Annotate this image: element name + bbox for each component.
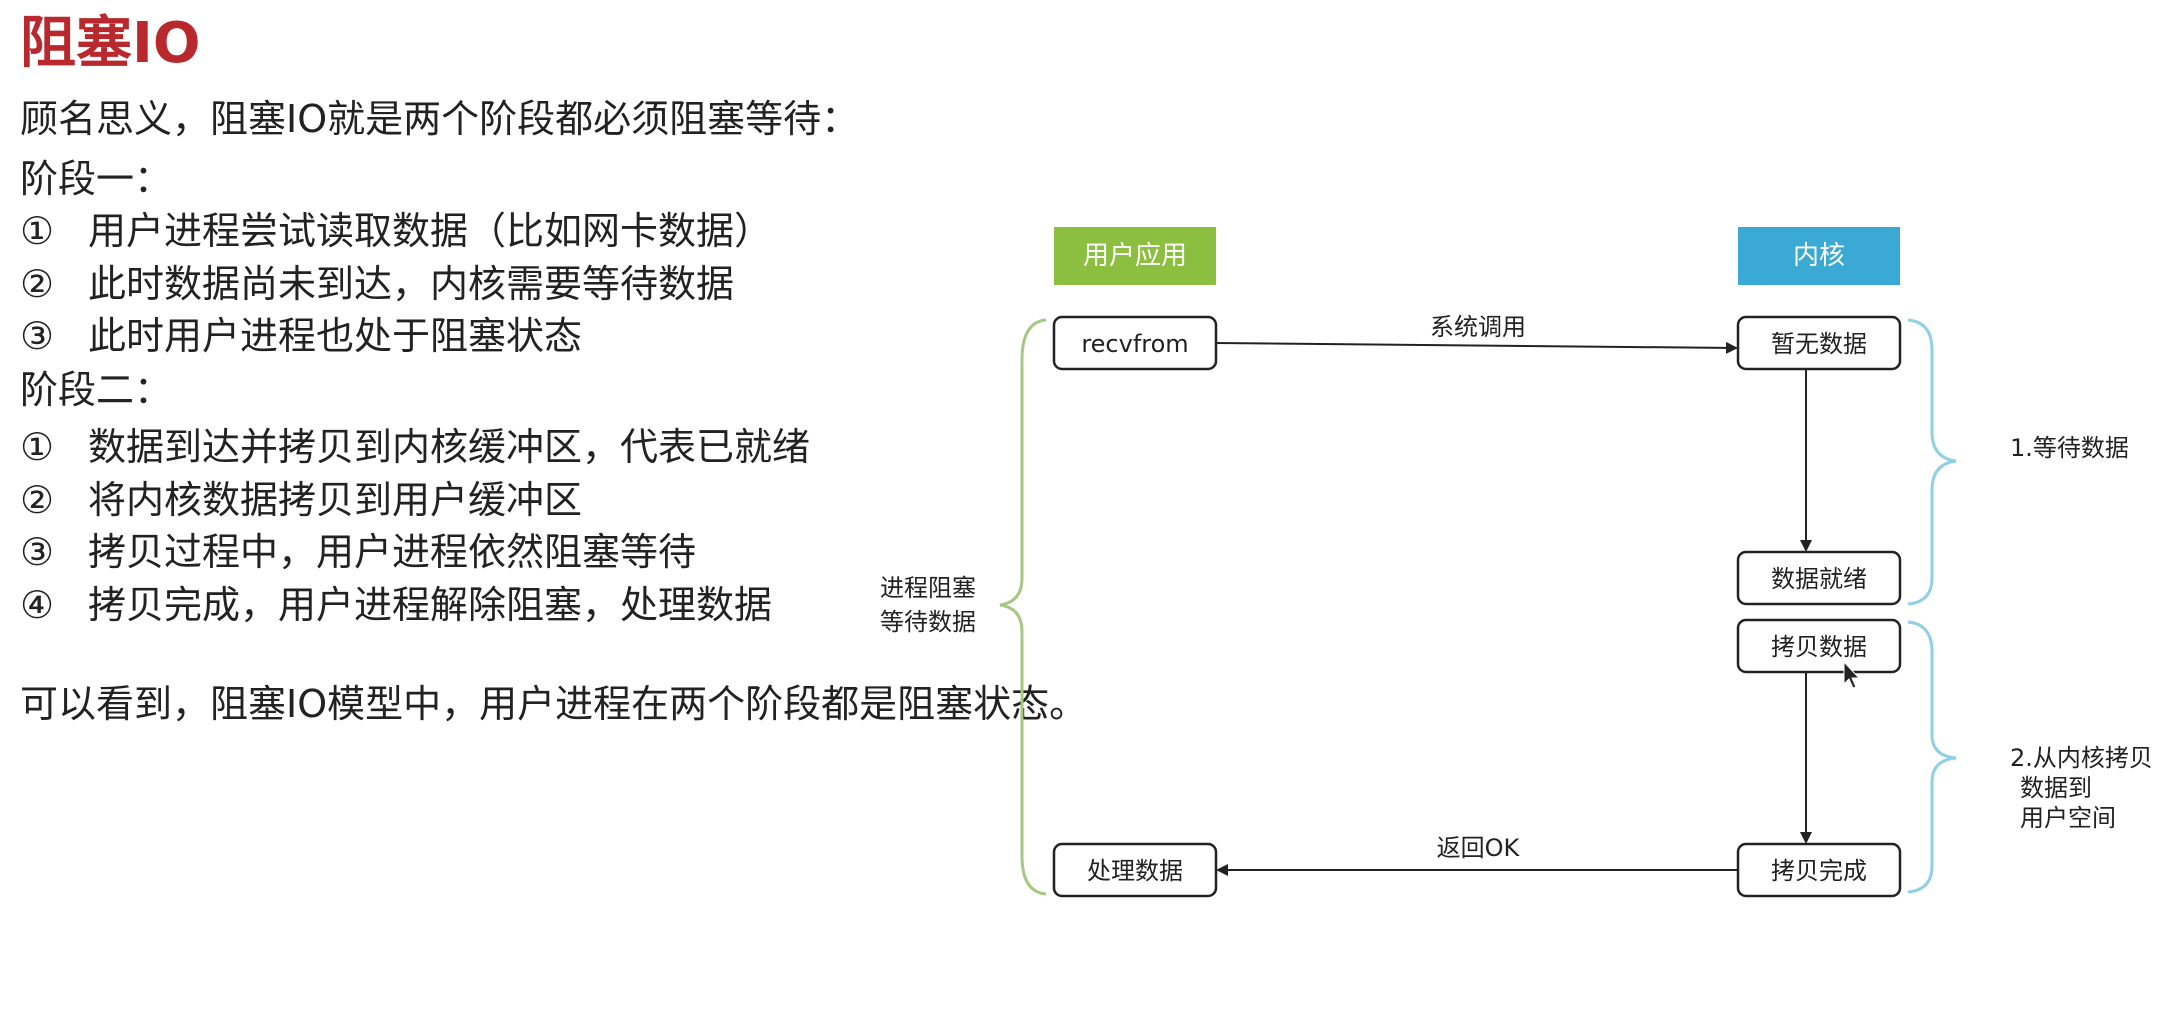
syscall-label: 系统调用: [1430, 313, 1526, 341]
process-data-label: 处理数据: [1087, 857, 1183, 885]
item-marker: ①: [20, 209, 55, 253]
stage2-item: ③ 拷贝过程中，用户进程依然阻塞等待: [20, 528, 696, 576]
return-ok-label: 返回OK: [1437, 834, 1521, 862]
item-text: 用户进程尝试读取数据（比如网卡数据）: [88, 209, 773, 253]
copy-data-label: 拷贝数据: [1771, 633, 1867, 661]
user-header-label: 用户应用: [1083, 241, 1187, 271]
stage1-heading: 阶段一：: [20, 157, 173, 201]
blocking-bracket: [999, 318, 1047, 896]
kernel-header-label: 内核: [1793, 241, 1845, 271]
copy-data-box: [1736, 618, 1902, 674]
mouse-cursor-icon: [1843, 660, 1861, 689]
stage2-item: ② 将内核数据拷贝到用户缓冲区: [20, 476, 582, 524]
phase2-label: 数据到: [2020, 774, 2092, 802]
phase1-label: 1.等待数据: [2010, 434, 2129, 462]
phase1-bracket: [1907, 318, 1957, 606]
conclusion-text: 可以看到，阻塞IO模型中，用户进程在两个阶段都是阻塞状态。: [20, 682, 1088, 726]
item-text: 将内核数据拷贝到用户缓冲区: [88, 478, 583, 522]
phase2-label: 用户空间: [2020, 804, 2116, 832]
data-ready-box: [1736, 550, 1902, 606]
stage2-item: ④ 拷贝完成，用户进程解除阻塞，处理数据: [20, 581, 772, 629]
recvfrom-label: recvfrom: [1081, 330, 1188, 358]
item-marker: ②: [20, 262, 55, 306]
stage1-item: ③ 此时用户进程也处于阻塞状态: [20, 312, 582, 360]
phase2-label: 2.从内核拷贝: [2010, 744, 2153, 772]
item-marker: ③: [20, 314, 55, 358]
syscall-arrow: [1215, 341, 1738, 354]
blocking-label: 等待数据: [880, 608, 976, 636]
stage2-heading: 阶段二：: [20, 368, 173, 412]
item-text: 拷贝完成，用户进程解除阻塞，处理数据: [88, 583, 773, 627]
intro-text: 顾名思义，阻塞IO就是两个阶段都必须阻塞等待：: [20, 97, 860, 141]
page-title: 阻塞IO: [20, 11, 201, 76]
item-marker: ④: [20, 583, 55, 627]
blocking-label: 进程阻塞: [880, 574, 976, 602]
item-marker: ②: [20, 478, 55, 522]
data-ready-label: 数据就绪: [1771, 565, 1867, 593]
item-text: 拷贝过程中，用户进程依然阻塞等待: [88, 530, 697, 574]
stage1-item: ① 用户进程尝试读取数据（比如网卡数据）: [20, 207, 772, 255]
copy-done-label: 拷贝完成: [1771, 857, 1867, 885]
item-text: 数据到达并拷贝到内核缓冲区，代表已就绪: [88, 425, 811, 469]
no-data-box: [1736, 315, 1902, 371]
item-marker: ③: [20, 530, 55, 574]
stage1-item: ② 此时数据尚未到达，内核需要等待数据: [20, 260, 734, 308]
item-text: 此时用户进程也处于阻塞状态: [88, 314, 583, 358]
phase2-bracket: [1907, 620, 1957, 894]
stage2-item: ① 数据到达并拷贝到内核缓冲区，代表已就绪: [20, 423, 810, 471]
kernel-header-bg: [1738, 227, 1900, 285]
item-text: 此时数据尚未到达，内核需要等待数据: [88, 262, 735, 306]
user-header-bg: [1054, 227, 1216, 285]
no-data-label: 暂无数据: [1771, 330, 1867, 358]
item-marker: ①: [20, 425, 55, 469]
